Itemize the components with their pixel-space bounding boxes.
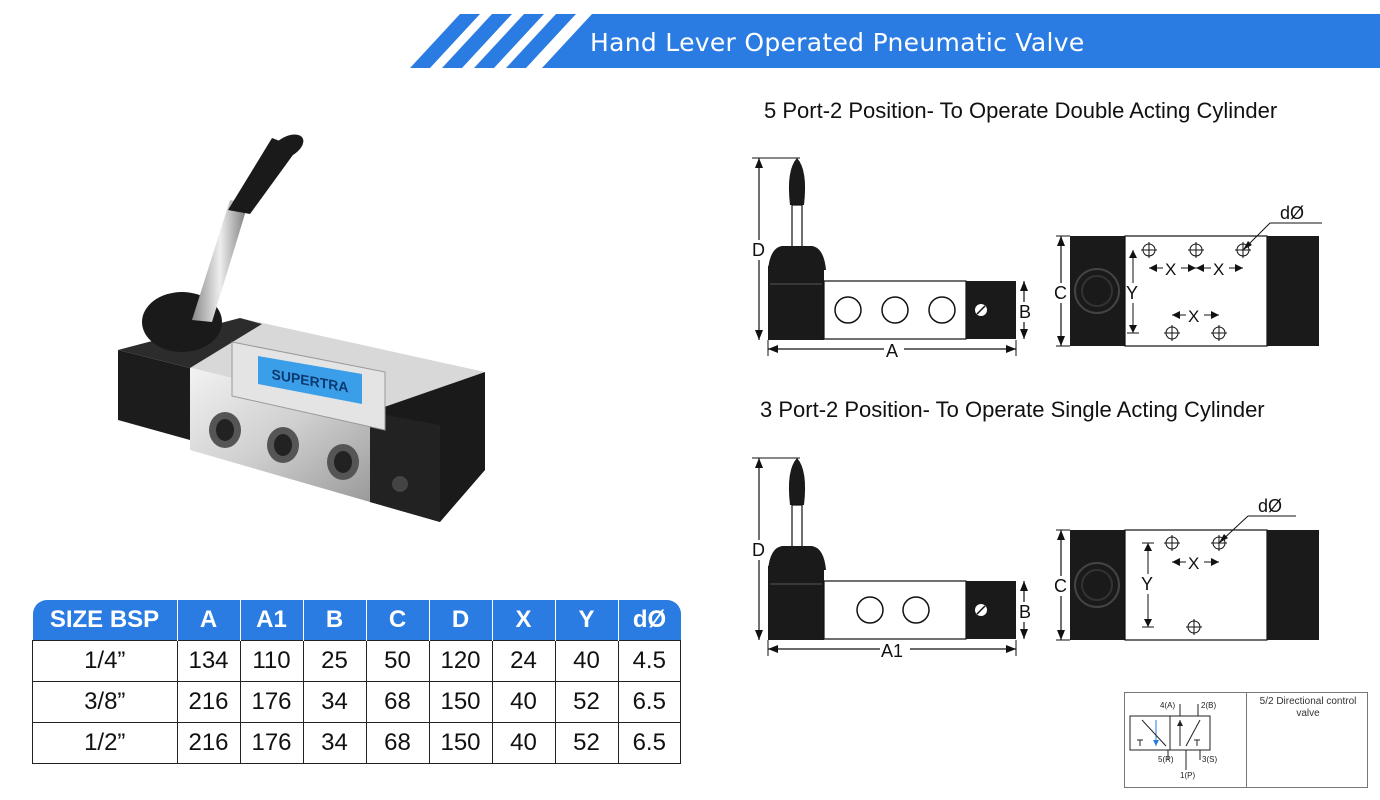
dim-label-c: C — [1054, 576, 1067, 596]
header-dia: dØ — [618, 600, 681, 641]
table-cell: 34 — [302, 681, 367, 723]
table-cell: 40 — [554, 640, 619, 682]
table-cell: 50 — [365, 640, 430, 682]
table-cell: 120 — [428, 640, 493, 682]
table-cell: 1/2” — [32, 722, 178, 764]
dim-label-d: D — [752, 240, 765, 260]
dim-label-dia: dØ — [1258, 496, 1282, 516]
dim-label-x: X — [1188, 554, 1199, 573]
section-heading-3port: 3 Port-2 Position- To Operate Single Act… — [760, 397, 1265, 422]
table-row: 1/4” 134 110 25 50 120 24 40 4.5 — [32, 640, 681, 682]
table-cell: 216 — [176, 681, 241, 723]
diagram-5port: D B A — [752, 157, 1322, 361]
table-cell: 1/4” — [32, 640, 178, 682]
table-cell: 52 — [554, 681, 619, 723]
port-label-b: 2(B) — [1201, 701, 1216, 710]
header-d: D — [429, 600, 493, 641]
table-cell: 150 — [428, 722, 493, 764]
diagram-3port: D B A1 C — [752, 457, 1319, 661]
table-cell: 150 — [428, 681, 493, 723]
dim-label-b: B — [1019, 602, 1031, 622]
table-cell: 25 — [302, 640, 367, 682]
table-cell: 24 — [491, 640, 556, 682]
header-x: X — [492, 600, 556, 641]
section-heading-5port: 5 Port-2 Position- To Operate Double Act… — [764, 98, 1278, 123]
table-cell: 176 — [239, 722, 304, 764]
dim-label-c: C — [1054, 283, 1067, 303]
valve-symbol: 4(A) 2(B) 5(R) 3(S) 1(P) — [1129, 701, 1217, 780]
title-banner — [410, 14, 1380, 68]
header-a1: A1 — [240, 600, 304, 641]
dim-label-dia: dØ — [1280, 203, 1304, 223]
dim-label-y: Y — [1141, 574, 1153, 594]
table-cell: 52 — [554, 722, 619, 764]
table-cell: 4.5 — [617, 640, 681, 682]
table-cell: 3/8” — [32, 681, 178, 723]
table-cell: 68 — [365, 681, 430, 723]
table-row: 1/2” 216 176 34 68 150 40 52 6.5 — [32, 722, 681, 764]
page-title: Hand Lever Operated Pneumatic Valve — [590, 28, 1085, 57]
header-c: C — [366, 600, 430, 641]
header-a: A — [177, 600, 241, 641]
table-cell: 34 — [302, 722, 367, 764]
table-cell: 40 — [491, 722, 556, 764]
table-header-row: SIZE BSP A A1 B C D X Y dØ — [32, 600, 681, 641]
dim-label-b: B — [1019, 302, 1031, 322]
symbol-caption: 5/2 Directional control valve — [1259, 696, 1357, 719]
table-cell: 110 — [239, 640, 304, 682]
dim-label-y: Y — [1126, 283, 1138, 303]
header-size-bsp: SIZE BSP — [32, 600, 178, 641]
table-row: 3/8” 216 176 34 68 150 40 52 6.5 — [32, 681, 681, 723]
table-cell: 6.5 — [617, 722, 681, 764]
dim-label-a: A — [886, 341, 898, 361]
port-label-r: 5(R) — [1158, 755, 1174, 764]
port-label-a: 4(A) — [1160, 701, 1175, 710]
dim-label-x1: X — [1165, 260, 1176, 279]
table-cell: 216 — [176, 722, 241, 764]
header-b: B — [303, 600, 367, 641]
header-y: Y — [555, 600, 619, 641]
dim-label-x2: X — [1213, 260, 1224, 279]
port-label-p: 1(P) — [1180, 771, 1195, 780]
dim-label-a1: A1 — [881, 641, 903, 661]
dim-label-x3: X — [1188, 307, 1199, 326]
specification-table: SIZE BSP A A1 B C D X Y dØ 1/4” 134 110 … — [32, 600, 681, 764]
product-photo: SUPERTRA — [118, 134, 485, 522]
table-cell: 176 — [239, 681, 304, 723]
table-cell: 6.5 — [617, 681, 681, 723]
dim-label-d: D — [752, 540, 765, 560]
valve-symbol-box — [1124, 692, 1368, 788]
table-cell: 68 — [365, 722, 430, 764]
table-cell: 40 — [491, 681, 556, 723]
table-cell: 134 — [176, 640, 241, 682]
port-label-s: 3(S) — [1202, 755, 1217, 764]
